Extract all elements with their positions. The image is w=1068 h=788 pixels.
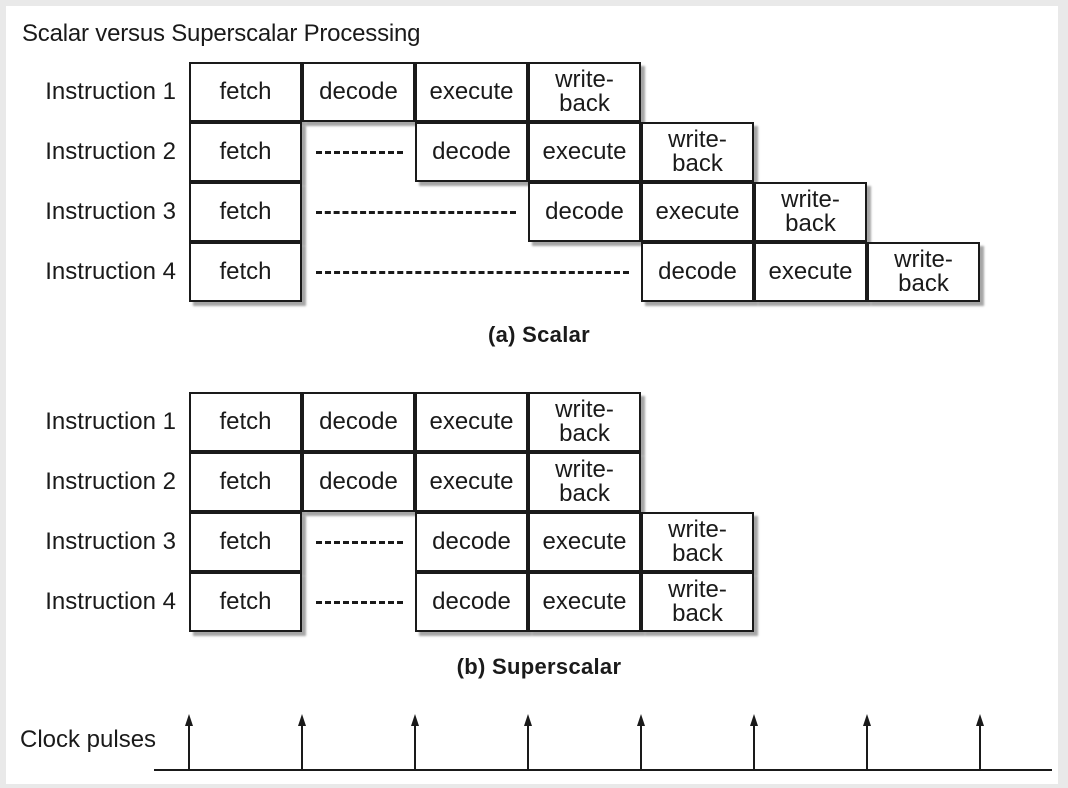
stage-fetch-cell: fetch <box>189 62 302 122</box>
stage-fetch-cell: fetch <box>189 122 302 182</box>
stage-execute-cell: execute <box>641 182 754 242</box>
stage-execute-cell: execute <box>415 392 528 452</box>
stage-writeback-cell: write- back <box>641 122 754 182</box>
scalar-caption: (a) Scalar <box>487 322 591 347</box>
instruction-label: Instruction 1 <box>45 408 176 435</box>
stage-decode-cell: decode <box>302 62 415 122</box>
stage-decode-cell: decode <box>415 122 528 182</box>
stage-writeback-cell: write- back <box>528 62 641 122</box>
stage-decode-cell: decode <box>302 392 415 452</box>
instruction-label: Instruction 4 <box>45 588 176 615</box>
stage-fetch-cell: fetch <box>189 452 302 512</box>
stage-writeback-cell: write- back <box>867 242 980 302</box>
stage-execute-cell: execute <box>754 242 867 302</box>
stage-fetch-cell: fetch <box>189 182 302 242</box>
clock-pulse-arrow <box>637 714 645 770</box>
diagram-title: Scalar versus Superscalar Processing <box>22 20 421 47</box>
clock-pulse-arrow <box>976 714 984 770</box>
superscalar-caption: (b) Superscalar <box>456 654 622 679</box>
stage-decode-cell: decode <box>302 452 415 512</box>
clock-pulses-label: Clock pulses <box>20 726 157 753</box>
stage-execute-cell: execute <box>415 452 528 512</box>
clock-pulse-arrow <box>411 714 419 770</box>
instruction-label: Instruction 1 <box>45 78 176 105</box>
stage-decode-cell: decode <box>528 182 641 242</box>
stage-decode-cell: decode <box>415 512 528 572</box>
clock-pulse-arrow <box>863 714 871 770</box>
clock-pulse-arrow <box>750 714 758 770</box>
stage-execute-cell: execute <box>528 122 641 182</box>
stage-fetch-cell: fetch <box>189 392 302 452</box>
wait-dashes <box>316 271 629 274</box>
stage-writeback-cell: write- back <box>528 392 641 452</box>
instruction-label: Instruction 2 <box>45 468 176 495</box>
instruction-label: Instruction 3 <box>45 198 176 225</box>
instruction-label: Instruction 3 <box>45 528 176 555</box>
stage-decode-cell: decode <box>415 572 528 632</box>
stage-writeback-cell: write- back <box>641 572 754 632</box>
stage-decode-cell: decode <box>641 242 754 302</box>
wait-dashes <box>316 151 403 154</box>
stage-fetch-cell: fetch <box>189 512 302 572</box>
stage-fetch-cell: fetch <box>189 242 302 302</box>
stage-execute-cell: execute <box>415 62 528 122</box>
stage-execute-cell: execute <box>528 572 641 632</box>
wait-dashes <box>316 211 516 214</box>
clock-pulse-arrow <box>298 714 306 770</box>
stage-fetch-cell: fetch <box>189 572 302 632</box>
clock-pulse-arrow <box>185 714 193 770</box>
instruction-label: Instruction 2 <box>45 138 176 165</box>
clock-pulse-arrow <box>524 714 532 770</box>
instruction-label: Instruction 4 <box>45 258 176 285</box>
stage-writeback-cell: write- back <box>528 452 641 512</box>
stage-writeback-cell: write- back <box>641 512 754 572</box>
wait-dashes <box>316 601 403 604</box>
stage-execute-cell: execute <box>528 512 641 572</box>
diagram-canvas: Scalar versus Superscalar Processing Ins… <box>6 6 1058 784</box>
stage-writeback-cell: write- back <box>754 182 867 242</box>
clock-pulses-axis <box>154 714 1052 771</box>
wait-dashes <box>316 541 403 544</box>
